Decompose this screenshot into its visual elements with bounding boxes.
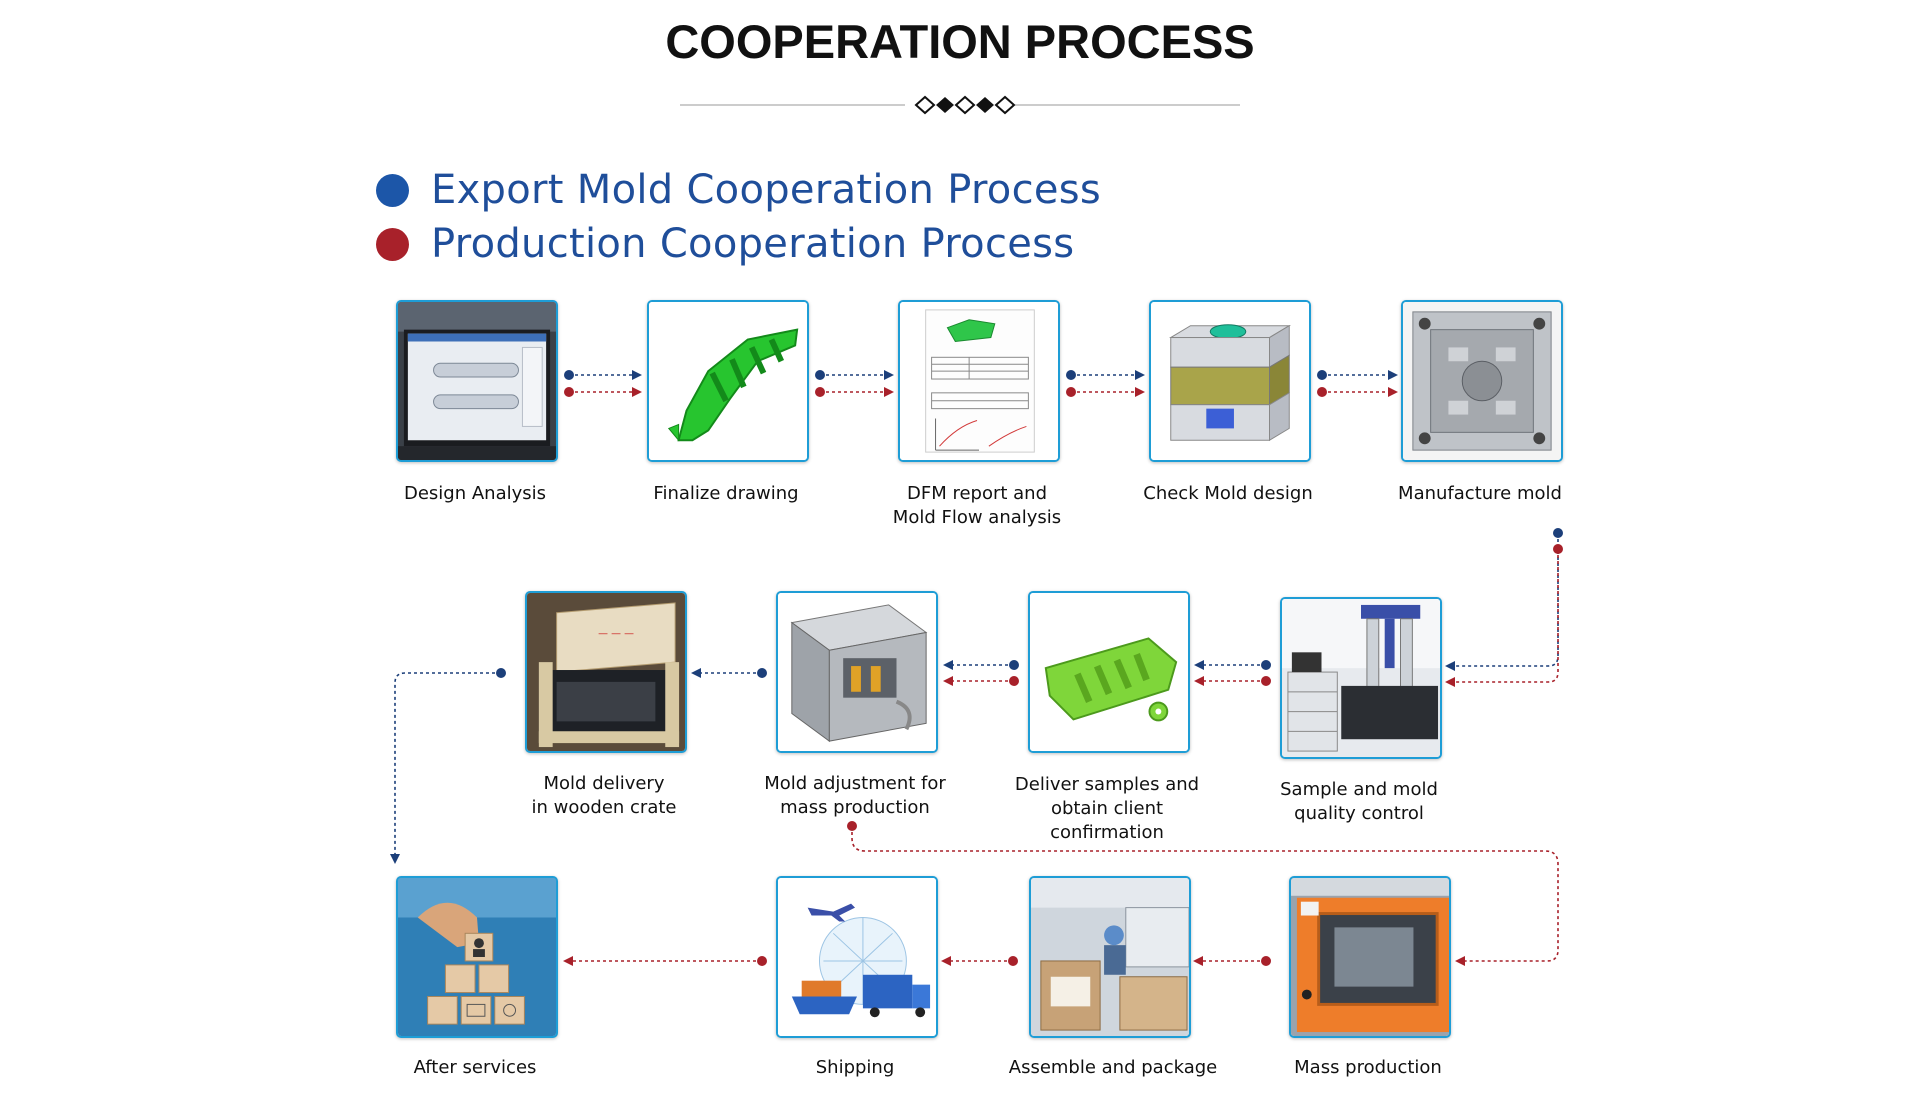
step-label: Assemble and package [1008,1057,1218,1078]
step-label: Mass production [1294,1057,1442,1078]
step-check-mold-design-image [1149,300,1311,462]
sample-part-icon [1030,593,1188,751]
step-label: Deliver samples and obtain client confir… [1014,774,1200,843]
red-dot-icon [376,227,409,261]
step-quality-control-image [1280,597,1442,759]
wooden-crate-icon: — — — [527,593,685,751]
step-mold-adjustment-image [776,591,938,753]
step-design-analysis-image [396,300,558,462]
logistics-icon [778,878,936,1036]
mold-block-icon [778,593,936,751]
injection-machine-icon [1291,878,1449,1036]
step-label: Finalize drawing [653,483,799,504]
page-title: COOPERATION PROCESS [665,15,1255,68]
step-mold-delivery-image: — — — [525,591,687,753]
svg-text:— — —: — — — [598,628,634,639]
step-label: Mold adjustment for mass production [764,773,946,818]
legend-export: Export Mold Cooperation Process [376,165,1101,215]
step-shipping-image [776,876,938,1038]
step-after-services-image [396,876,558,1038]
step-label: Check Mold design [1143,483,1313,504]
legend-production-label: Production Cooperation Process [431,221,1075,267]
cmm-machine-icon [1282,599,1440,757]
step-label: Sample and mold quality control [1280,779,1438,824]
title-divider [680,95,1240,115]
step-deliver-samples-image [1028,591,1190,753]
steel-mold-icon [1403,302,1561,460]
legend-export-label: Export Mold Cooperation Process [431,167,1102,213]
step-label: Shipping [815,1057,895,1078]
step-manufacture-mold-image [1401,300,1563,462]
monitor-icon [398,302,556,460]
step-label: Manufacture mold [1398,483,1562,504]
packing-icon [1031,878,1189,1036]
step-label: After services [413,1057,537,1078]
report-icon [900,302,1058,460]
green-part-icon [649,302,807,460]
step-mass-production-image [1289,876,1451,1038]
blue-dot-icon [376,173,409,207]
mold-design-icon [1151,302,1309,460]
step-label: Design Analysis [403,483,547,504]
step-label: Mold delivery in wooden crate [531,773,677,818]
step-dfm-report-image [898,300,1060,462]
step-label: DFM report and Mold Flow analysis [892,483,1062,528]
step-finalize-drawing-image [647,300,809,462]
legend-production: Production Cooperation Process [376,219,1074,269]
support-blocks-icon [398,878,556,1036]
step-assemble-package-image [1029,876,1191,1038]
